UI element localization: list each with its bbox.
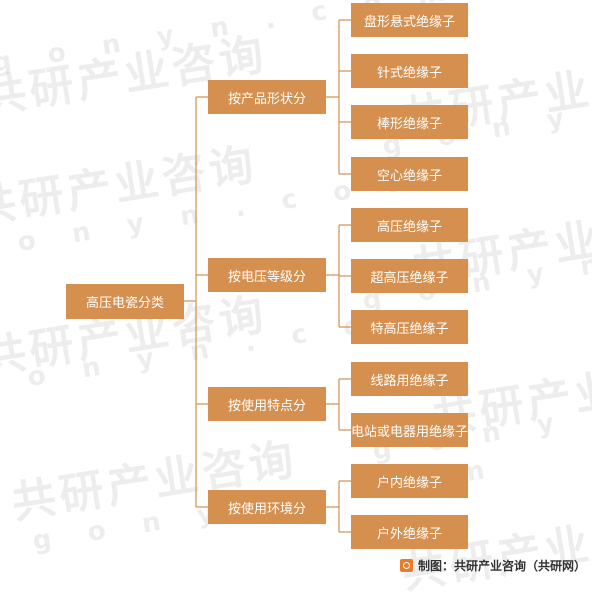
leaf-node: 线路用绝缘子	[351, 362, 468, 396]
source-footer: 制图：共研产业咨询（共研网）	[399, 557, 586, 574]
leaf-node: 空心绝缘子	[351, 157, 468, 191]
leaf-node: 超高压绝缘子	[351, 259, 468, 293]
leaf-node: 电站或电器用绝缘子	[351, 413, 468, 447]
category-node-voltage: 按电压等级分	[208, 258, 326, 292]
leaf-node: 户内绝缘子	[351, 464, 468, 498]
leaf-node: 特高压绝缘子	[351, 310, 468, 344]
root-node: 高压电瓷分类	[66, 284, 184, 319]
category-node-usage: 按使用特点分	[208, 387, 326, 421]
leaf-node: 棒形绝缘子	[351, 105, 468, 139]
brand-logo-icon	[399, 559, 413, 572]
category-node-environment: 按使用环境分	[208, 490, 326, 524]
leaf-node: 盘形悬式绝缘子	[351, 3, 468, 37]
leaf-node: 针式绝缘子	[351, 54, 468, 88]
source-text: 制图：共研产业咨询（共研网）	[417, 559, 586, 573]
category-node-shape: 按产品形状分	[208, 80, 326, 114]
leaf-node: 高压绝缘子	[351, 208, 468, 242]
leaf-node: 户外绝缘子	[351, 515, 468, 549]
connector-lines	[184, 19, 351, 533]
